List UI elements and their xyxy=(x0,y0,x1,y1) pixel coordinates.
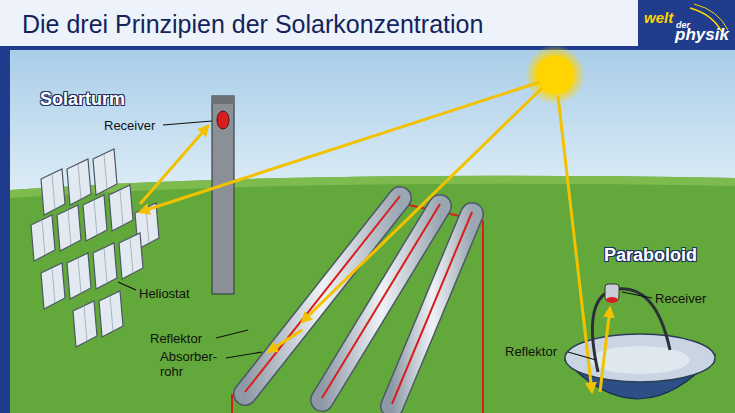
logo-word: welt xyxy=(644,10,673,25)
part-label: Heliostat xyxy=(139,286,190,301)
diagram-title: Die drei Prinzipien der Solarkonzentrati… xyxy=(22,9,483,39)
logo-word: physik xyxy=(675,26,729,44)
part-label: Reflektor xyxy=(505,344,557,359)
part-label: Reflektor xyxy=(150,331,202,346)
part-label: Receiver xyxy=(104,118,155,133)
part-label: Absorber- rohr xyxy=(160,349,222,379)
part-label: Receiver xyxy=(655,291,706,306)
section-heading: Paraboloid xyxy=(604,244,697,266)
section-heading: Solarturm xyxy=(40,88,125,110)
